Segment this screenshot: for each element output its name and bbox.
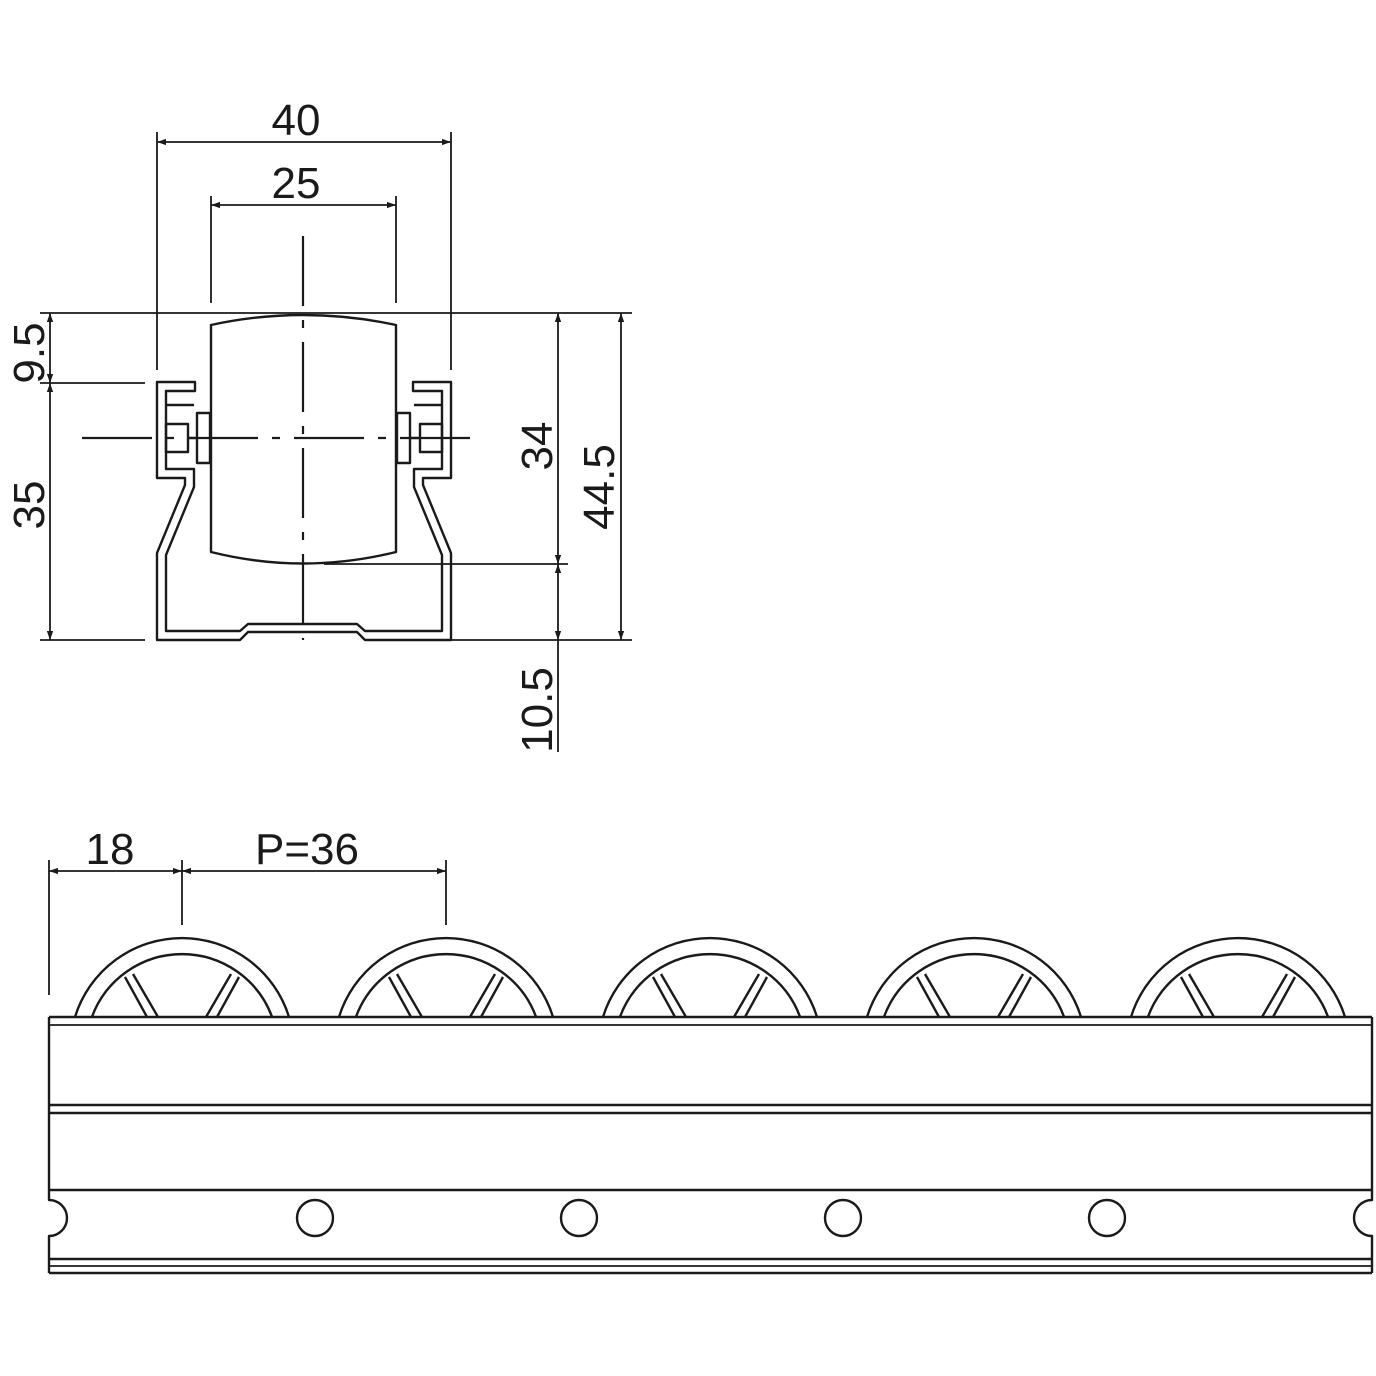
roller-spoke — [923, 973, 952, 1018]
roller-spoke — [651, 976, 677, 1018]
roller-spoke — [131, 973, 160, 1018]
mounting-holes — [295, 1198, 1127, 1238]
dim-rail-height: 35 — [5, 481, 54, 530]
roller-spoke — [1179, 976, 1205, 1018]
roller-spoke — [479, 976, 505, 1018]
roller-spoke — [996, 973, 1025, 1018]
rollers — [73, 936, 1347, 1018]
roller-spoke — [215, 976, 241, 1018]
roller-inner-rim — [90, 953, 274, 1018]
mounting-hole-1 — [295, 1198, 335, 1238]
roller-spoke — [395, 973, 424, 1018]
roller-spoke — [743, 976, 769, 1018]
roller-inner-rim — [354, 953, 538, 1018]
roller-spoke — [1187, 973, 1216, 1018]
roller-spoke — [1007, 976, 1033, 1018]
roller-spoke — [915, 976, 941, 1018]
roller-spoke — [732, 973, 761, 1018]
rail-channel-outer — [155, 380, 453, 642]
roller-outer-rim — [337, 936, 555, 1018]
roller-inner-rim — [618, 953, 802, 1018]
roller-spoke — [468, 973, 497, 1018]
rail-body — [47, 1015, 1374, 1275]
dim-roller-width: 25 — [272, 159, 321, 208]
roller-1 — [73, 936, 291, 1018]
roller-inner-rim — [1146, 953, 1330, 1018]
dim-first-roller-offset: 18 — [86, 825, 135, 874]
dim-total-height: 44.5 — [575, 444, 624, 530]
roller-spoke — [204, 973, 233, 1018]
roller-4 — [865, 936, 1083, 1018]
roller-3 — [601, 936, 819, 1018]
roller-spoke — [123, 976, 149, 1018]
roller-outer-rim — [73, 936, 291, 1018]
mounting-hole-2 — [559, 1198, 599, 1238]
side-dimension-lines — [48, 860, 447, 995]
section-view: 40 25 9.5 35 34 44.5 10.5 — [5, 96, 632, 753]
extension-lines — [40, 132, 632, 641]
roller-outer-rim — [1129, 936, 1347, 1018]
mounting-hole-3 — [823, 1198, 863, 1238]
right-end-notch — [1352, 1017, 1374, 1273]
roller-profile — [209, 313, 398, 565]
roller-outer-rim — [601, 936, 819, 1018]
roller-spoke — [659, 973, 688, 1018]
dim-top-offset: 9.5 — [5, 322, 54, 383]
dim-roller-diameter: 34 — [513, 422, 562, 471]
side-view: 18 P=36 — [47, 825, 1374, 1275]
dim-bottom-offset: 10.5 — [513, 667, 562, 753]
roller-5 — [1129, 936, 1347, 1018]
left-bearing — [164, 403, 212, 465]
left-end-notch — [47, 1017, 69, 1273]
dimension-lines — [46, 138, 625, 752]
roller-spoke — [1271, 976, 1297, 1018]
roller-spoke — [387, 976, 413, 1018]
mounting-hole-4 — [1087, 1198, 1127, 1238]
right-bearing — [395, 403, 444, 465]
roller-2 — [337, 936, 555, 1018]
dim-overall-width: 40 — [272, 96, 321, 145]
roller-inner-rim — [882, 953, 1066, 1018]
dim-pitch: P=36 — [255, 825, 359, 874]
roller-outer-rim — [865, 936, 1083, 1018]
roller-spoke — [1260, 973, 1289, 1018]
